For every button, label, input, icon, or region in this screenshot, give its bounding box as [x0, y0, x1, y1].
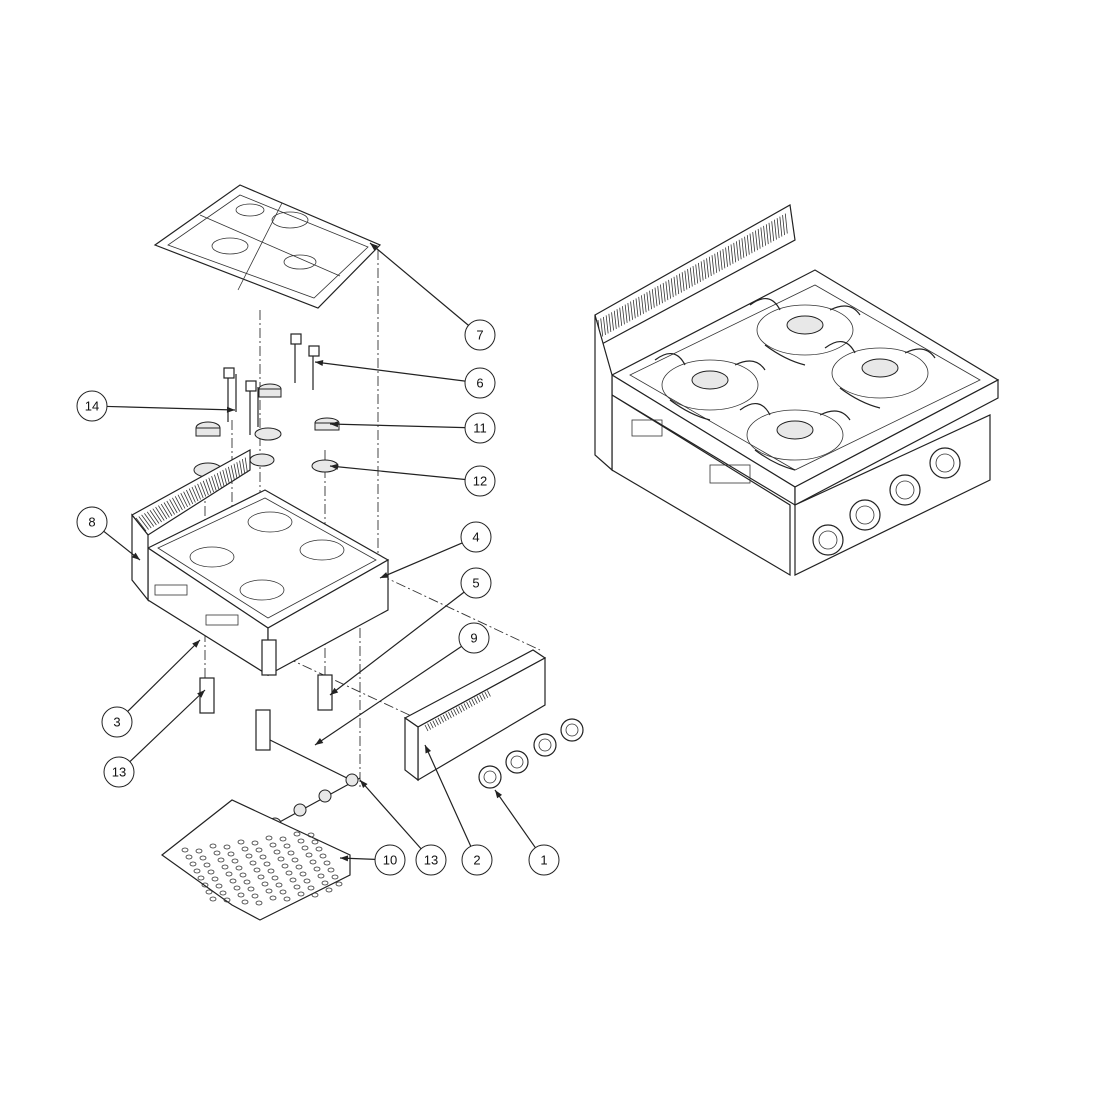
callout-number: 10	[383, 853, 397, 868]
callout-balloon	[464, 412, 496, 444]
callout-balloon	[76, 390, 108, 422]
callout-balloon	[464, 319, 496, 351]
arrowhead-icon	[370, 243, 379, 251]
arrowhead-icon	[360, 780, 368, 788]
callout-number: 14	[85, 399, 99, 414]
callout-control-panel: 2	[424, 744, 493, 876]
callout-number: 3	[113, 715, 120, 730]
leader-line	[127, 639, 201, 712]
callout-number: 11	[473, 421, 487, 436]
thermocouples	[223, 333, 320, 435]
callout-spark-plug: 14	[76, 390, 236, 422]
callout-number: 6	[476, 376, 483, 391]
arrowhead-icon	[131, 552, 140, 560]
arrowhead-icon	[425, 745, 432, 754]
callout-balloon	[464, 465, 496, 497]
callout-pan-support-grates: 7	[369, 242, 496, 351]
bottom-plate	[160, 799, 351, 921]
callout-number: 13	[424, 853, 438, 868]
leader-line	[329, 465, 466, 481]
callout-burner-body: 5	[329, 567, 492, 696]
callout-balloon	[415, 844, 447, 876]
callout-balloon	[458, 622, 490, 654]
callout-balloon	[76, 506, 108, 538]
leader-line	[424, 744, 472, 847]
callouts: 7 6 11 12 4 5 9 14 8 3 13 10 13 2 1	[76, 242, 560, 876]
leader-line	[106, 405, 236, 411]
arrowhead-icon	[380, 572, 389, 578]
callout-top-frame: 4	[379, 521, 492, 579]
leader-line	[494, 789, 536, 849]
leader-line	[369, 242, 469, 326]
leader-line	[314, 361, 466, 382]
arrowhead-icon	[192, 640, 200, 648]
assembly-lines	[204, 250, 541, 790]
callout-number: 7	[476, 328, 483, 343]
arrowhead-icon	[315, 738, 324, 745]
callout-side-panel: 3	[101, 639, 201, 738]
callout-number: 4	[472, 530, 479, 545]
callout-balloon	[101, 706, 133, 738]
arrowhead-icon	[330, 463, 339, 470]
callout-number: 12	[473, 474, 487, 489]
callout-thermocouple: 6	[314, 360, 496, 399]
knobs	[478, 718, 584, 789]
callout-gas-valve: 13	[359, 779, 447, 876]
leader-line	[359, 779, 422, 850]
callout-bottom-plate: 10	[339, 844, 406, 876]
arrowhead-icon	[315, 360, 324, 366]
arrowhead-icon	[330, 687, 339, 695]
callout-number: 5	[472, 576, 479, 591]
callout-injector: 13	[103, 689, 206, 788]
arrowhead-icon	[340, 855, 349, 862]
arrowhead-icon	[197, 690, 205, 698]
callout-number: 1	[540, 853, 547, 868]
callout-body: 8	[76, 506, 141, 561]
burner-bodies	[199, 639, 356, 783]
control-panel	[403, 649, 547, 782]
callout-number: 8	[88, 515, 95, 530]
callout-balloon	[374, 844, 406, 876]
leader-line	[329, 423, 466, 429]
leader-line	[314, 645, 462, 746]
arrowhead-icon	[330, 421, 339, 428]
callout-balloon	[461, 844, 493, 876]
callout-balloon	[464, 367, 496, 399]
callout-balloon	[460, 567, 492, 599]
leader-line	[379, 542, 463, 579]
callout-burner-cap: 11	[329, 412, 496, 444]
callout-balloon	[103, 756, 135, 788]
pan-support-grates	[153, 184, 382, 309]
callout-number: 13	[112, 765, 126, 780]
leader-line	[329, 591, 465, 696]
callout-knob: 1	[494, 789, 560, 876]
callout-balloon	[460, 521, 492, 553]
arrowhead-icon	[226, 406, 235, 413]
arrowhead-icon	[495, 790, 503, 799]
callout-number: 9	[470, 631, 477, 646]
assembled-view	[594, 204, 1000, 577]
callout-balloon	[528, 844, 560, 876]
callout-number: 2	[473, 853, 480, 868]
body	[131, 448, 390, 677]
callout-gas-pipe: 9	[314, 622, 490, 746]
leader-line	[129, 689, 206, 763]
callout-burner-head: 12	[329, 463, 496, 497]
